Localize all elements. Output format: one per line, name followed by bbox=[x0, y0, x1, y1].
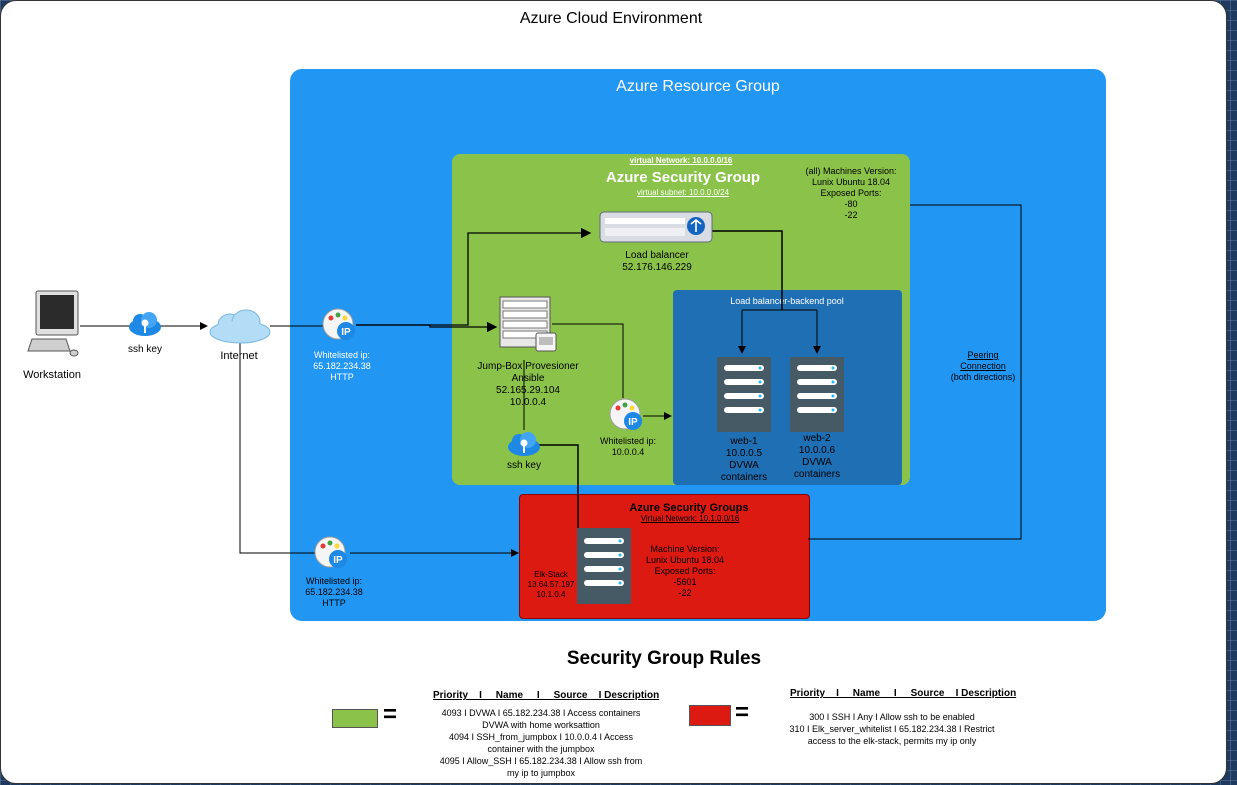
public-ip-icon: IP bbox=[322, 308, 355, 340]
ssh-key-inner-label: ssh key bbox=[507, 460, 541, 471]
resource-group-label: Azure Resource Group bbox=[616, 78, 780, 95]
elk-security-group-title: Azure Security Groups bbox=[629, 502, 749, 514]
jumpbox-server-icon bbox=[499, 296, 557, 352]
internet-label: Internet bbox=[220, 350, 258, 362]
web2-server-icon bbox=[790, 357, 844, 432]
jumpbox-text: Jump-Box Provesioner Ansible 52.165.29.1… bbox=[477, 361, 579, 408]
workstation-icon bbox=[27, 290, 79, 357]
svg-text:IP: IP bbox=[341, 327, 351, 338]
security-group-subnet: virtual subnet: 10.0.0.0/24 bbox=[636, 188, 730, 197]
red-rules-list: 300 I SSH I Any I Allow ssh to be enable… bbox=[789, 712, 995, 746]
rules-title: Security Group Rules bbox=[566, 648, 762, 669]
whitelisted-inner-text: Whitelisted ip: 10.0.0.4 bbox=[599, 436, 657, 457]
peering-connection-label: Peering Connection (both directions) bbox=[950, 350, 1016, 382]
elk-security-group-container bbox=[519, 494, 810, 619]
load-balancer-icon bbox=[599, 211, 713, 243]
green-rules-list: 4093 I DVWA I 65.182.234.38 I Access con… bbox=[439, 708, 643, 778]
load-balancer-text: Load balancer 52.176.146.229 bbox=[622, 250, 692, 273]
red-rules-header: Priority I Name I Source I Description bbox=[790, 688, 1017, 699]
green-legend-swatch bbox=[332, 709, 378, 728]
green-rules-header: Priority I Name I Source I Description bbox=[433, 690, 660, 701]
public-ip-icon: IP bbox=[609, 398, 642, 430]
machines-info: (all) Machines Version: Lunix Ubuntu 18.… bbox=[805, 166, 897, 220]
backend-pool-label: Load balancer-backend pool bbox=[730, 296, 844, 306]
diagram-title: Azure Cloud Environment bbox=[519, 10, 703, 27]
elk-stack-text: Elk-Stack 13.64.57.197 10.1.0.4 bbox=[527, 570, 575, 599]
web1-text: web-1 10.0.0.5 DVWA containers bbox=[720, 436, 768, 483]
whitelisted-bottom-text: Whitelisted ip: 65.182.234.38 HTTP bbox=[305, 576, 363, 608]
backend-pool-container bbox=[673, 290, 902, 485]
ssh-key-cloud-icon bbox=[129, 312, 161, 336]
svg-text:IP: IP bbox=[333, 555, 343, 566]
svg-text:IP: IP bbox=[628, 417, 638, 428]
internet-cloud-icon bbox=[209, 309, 271, 344]
whitelisted-top-text: Whitelisted ip: 65.182.234.38 HTTP bbox=[313, 350, 371, 382]
green-equals: = bbox=[383, 701, 398, 728]
ssh-key-outer-label: ssh key bbox=[128, 344, 162, 355]
public-ip-icon: IP bbox=[314, 536, 347, 568]
web1-server-icon bbox=[717, 357, 771, 432]
workstation-label: Workstation bbox=[23, 369, 81, 381]
security-group-vnet: virtual Network: 10.0.0.0/16 bbox=[629, 156, 733, 165]
security-group-title: Azure Security Group bbox=[605, 169, 761, 186]
web2-text: web-2 10.0.0.6 DVWA containers bbox=[793, 433, 841, 480]
elk-server-icon bbox=[577, 528, 631, 604]
red-equals: = bbox=[735, 699, 750, 726]
ssh-key-cloud-icon bbox=[508, 432, 540, 456]
elk-security-group-vnet: Virtual Network: 10.1.0.0/16 bbox=[640, 514, 740, 523]
red-legend-swatch bbox=[689, 705, 731, 726]
elk-machine-info: Machine Version: Lunix Ubuntu 18.04 Expo… bbox=[645, 544, 725, 598]
